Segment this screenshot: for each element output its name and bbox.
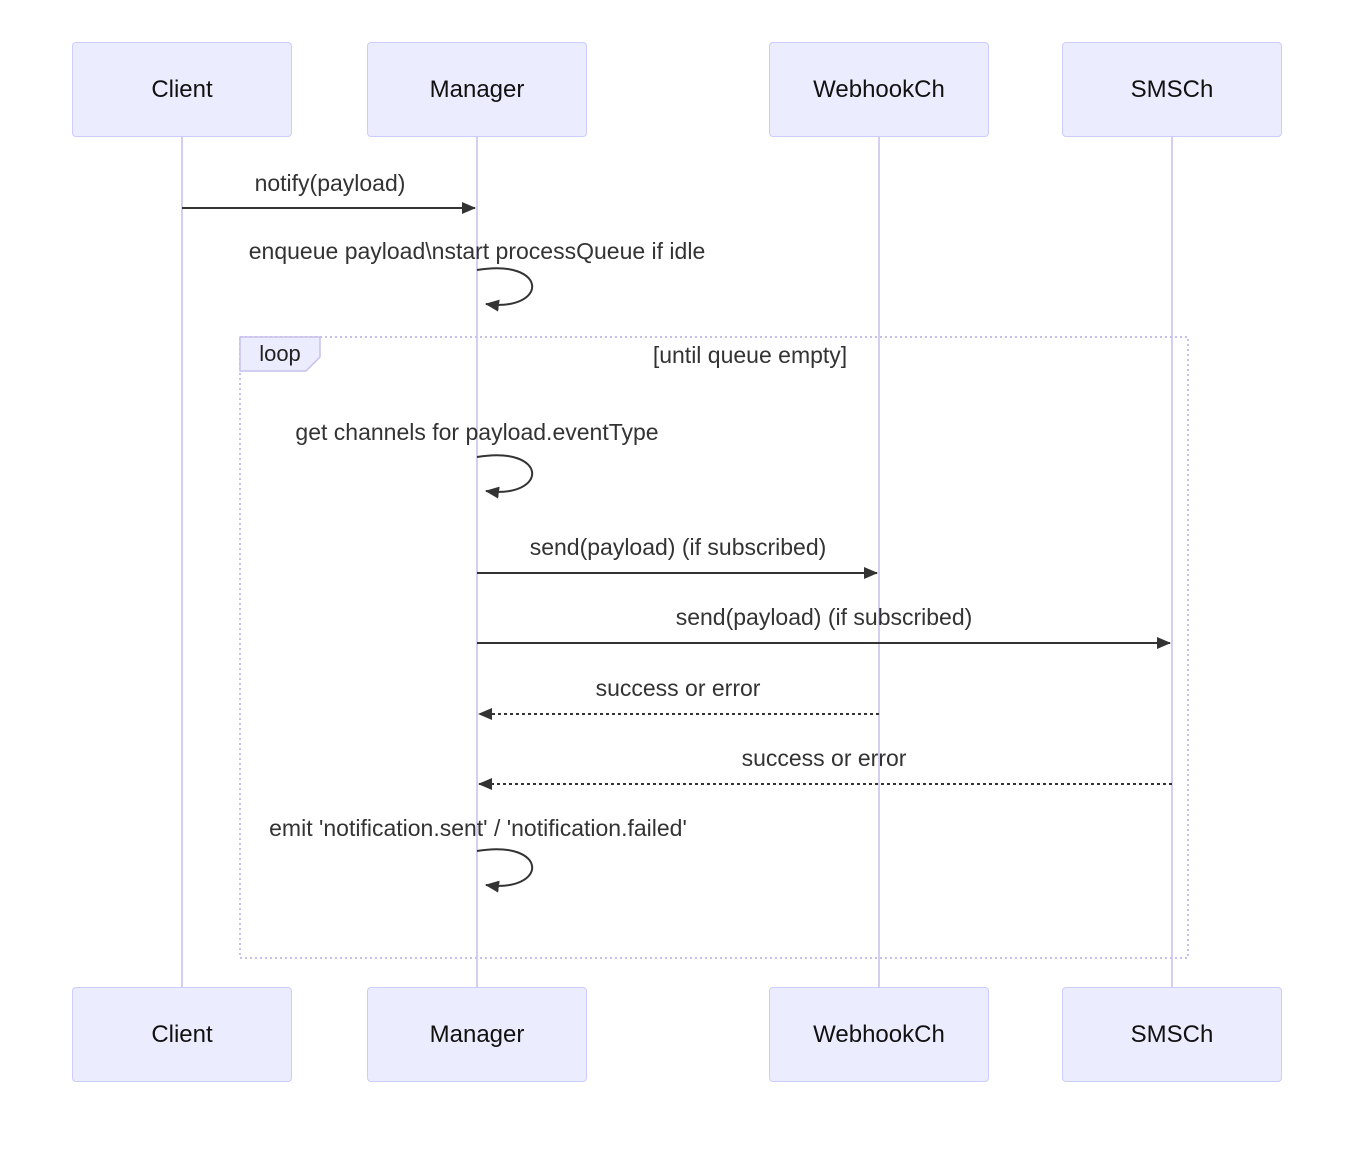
- actor-top-webhookch: WebhookCh: [769, 42, 989, 137]
- message-result-webhook: success or error: [595, 675, 761, 701]
- loop-condition: [until queue empty]: [652, 342, 848, 368]
- actor-label: Manager: [429, 1020, 525, 1048]
- actor-bottom-smsch: SMSCh: [1062, 987, 1282, 1082]
- message-emit: emit 'notification.sent' / 'notification…: [269, 815, 687, 841]
- actor-top-client: Client: [72, 42, 292, 137]
- actor-label: WebhookCh: [813, 75, 945, 103]
- actor-top-smsch: SMSCh: [1062, 42, 1282, 137]
- actor-bottom-manager: Manager: [367, 987, 587, 1082]
- actor-top-manager: Manager: [367, 42, 587, 137]
- message-enqueue: enqueue payload\nstart processQueue if i…: [248, 238, 706, 264]
- actor-label: SMSCh: [1130, 1020, 1214, 1048]
- message-send-sms: send(payload) (if subscribed): [675, 604, 973, 630]
- actor-bottom-webhookch: WebhookCh: [769, 987, 989, 1082]
- loop-label: loop: [259, 341, 301, 366]
- actor-label: Client: [151, 1020, 213, 1048]
- loop-label-box: [239, 336, 321, 372]
- arrow-emit-self: [476, 848, 534, 893]
- message-notify: notify(payload): [254, 170, 406, 196]
- message-result-sms: success or error: [741, 745, 907, 771]
- arrow-getchannels-self: [476, 454, 534, 499]
- actor-label: Manager: [429, 75, 525, 103]
- actor-label: WebhookCh: [813, 1020, 945, 1048]
- message-send-webhook: send(payload) (if subscribed): [529, 534, 827, 560]
- arrow-enqueue-self: [476, 267, 534, 312]
- actor-bottom-client: Client: [72, 987, 292, 1082]
- actor-label: Client: [151, 75, 213, 103]
- message-get-channels: get channels for payload.eventType: [295, 419, 659, 445]
- actor-label: SMSCh: [1130, 75, 1214, 103]
